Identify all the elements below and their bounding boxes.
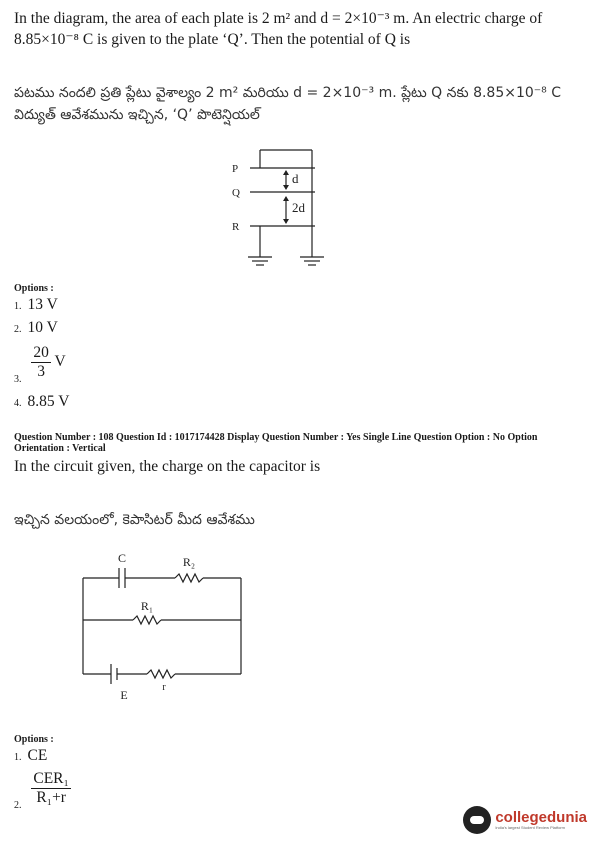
mascot-icon <box>463 806 492 834</box>
q2-text-telugu: ఇచ్చిన వలయంలో, కెపాసిటర్ మీద ఆవేశము <box>14 512 255 528</box>
q2-circuit-diagram: C R₂ R₁ r E <box>82 551 242 702</box>
label-r1: R₁ <box>141 599 153 613</box>
q1-plates-diagram: P Q R d 2d <box>232 149 324 266</box>
q1-option-2: 2.10 V <box>14 319 58 336</box>
label-d: d <box>292 171 299 186</box>
q2-option-1: 1.CE <box>14 747 48 764</box>
q1-options-header: Options : <box>14 283 54 294</box>
brand-tagline: India's largest Student Review Platform <box>495 825 565 830</box>
resistor-r2 <box>174 572 204 584</box>
label-r2: R₂ <box>183 555 195 569</box>
resistor-internal-r <box>146 668 176 680</box>
q2-text-english: In the circuit given, the charge on the … <box>14 458 321 475</box>
label-r: R <box>232 221 240 233</box>
brand-name: collegedunia <box>495 809 587 826</box>
q1-option-4: 4.8.85 V <box>14 393 70 410</box>
q1-text-english: In the diagram, the area of each plate i… <box>14 10 543 48</box>
q2-meta: Question Number : 108 Question Id : 1017… <box>14 432 538 454</box>
brand-logo: collegedunia India's largest Student Rev… <box>463 806 587 834</box>
q1-text-telugu: పటము నందలి ప్రతి ప్లేటు వైశాల్యం 2 m² మర… <box>14 85 562 123</box>
resistor-r1 <box>132 614 162 626</box>
label-q: Q <box>232 187 240 199</box>
label-2d: 2d <box>292 200 306 215</box>
q2-options-header: Options : <box>14 734 54 745</box>
label-p: P <box>232 163 238 175</box>
label-e: E <box>120 688 127 702</box>
label-r: r <box>162 682 166 693</box>
label-c: C <box>118 551 126 565</box>
q1-option-1: 1.13 V <box>14 296 58 313</box>
